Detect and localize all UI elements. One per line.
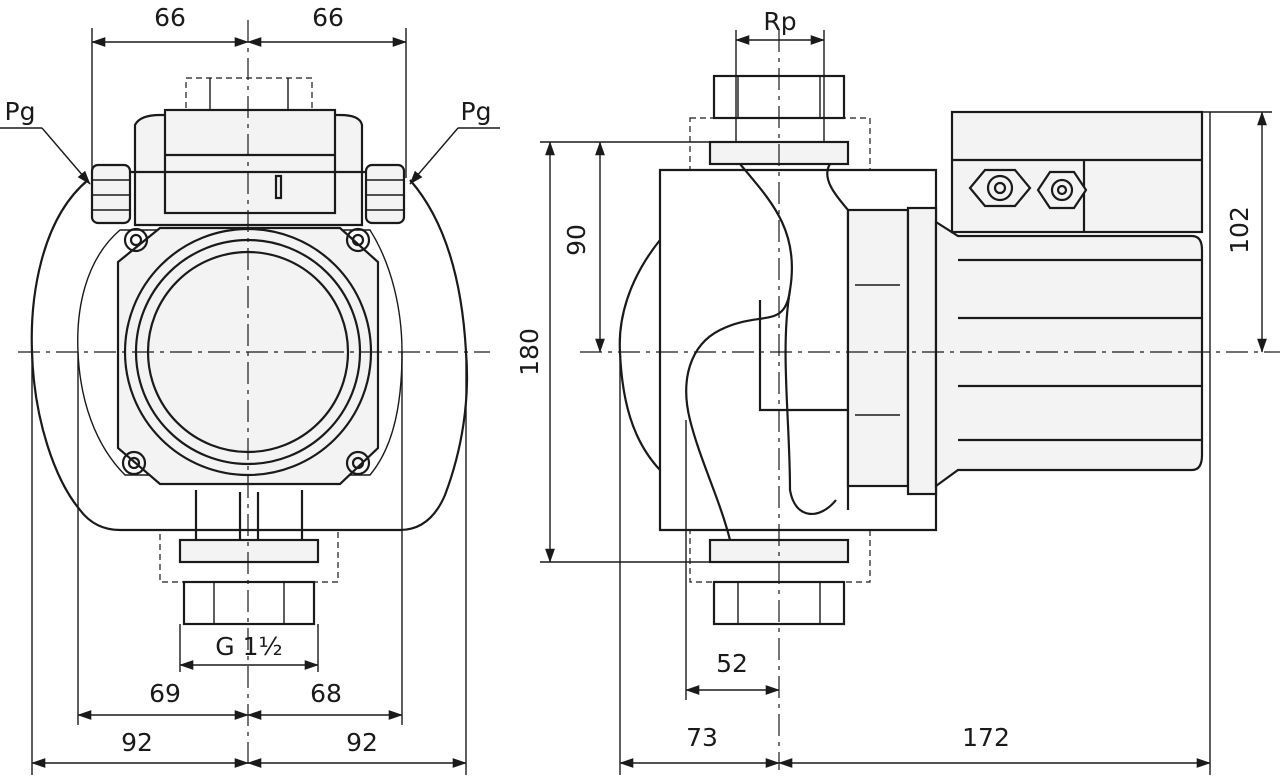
side-volute-left (618, 239, 661, 471)
dim-bottom-outer-right-value: 92 (346, 728, 378, 757)
dim-left-value: 73 (686, 723, 718, 752)
front-screw-bottom-left (121, 450, 147, 476)
side-motor-body (934, 219, 1204, 489)
rp-label: Rp (763, 7, 796, 36)
front-inner-housing (77, 229, 403, 476)
dim-top-right-value: 66 (312, 3, 344, 32)
dim-motor-height-value: 102 (1225, 206, 1254, 254)
side-cable-gland-2 (1036, 170, 1088, 210)
dim-bottom-inner-left-value: 69 (149, 679, 181, 708)
front-cable-gland-left (90, 163, 132, 225)
front-screw-top-left (123, 227, 149, 253)
thread-label: G 1½ (215, 632, 282, 661)
front-bottom-port (182, 580, 316, 626)
pg-right-label: Pg (461, 97, 492, 126)
front-cable-gland-right (364, 163, 406, 225)
pg-left-label: Pg (5, 97, 36, 126)
front-screw-bottom-right (345, 450, 371, 476)
dim-top-left-value: 66 (154, 3, 186, 32)
side-volute-curve (685, 163, 794, 541)
dim-bottom-outer-left-value: 92 (121, 728, 153, 757)
side-pump-housing (658, 168, 938, 532)
dim-height-half-value: 90 (562, 224, 591, 256)
dim-bottom-inner-right-value: 68 (310, 679, 342, 708)
front-screw-top-right (345, 227, 371, 253)
front-view: 66 66 Pg Pg G 1½ 69 68 92 92 (0, 3, 500, 775)
dim-height-total-value: 180 (515, 328, 544, 376)
dim-port-value: 52 (716, 649, 748, 678)
front-bottom-flange (178, 538, 320, 564)
front-bottom-neck (194, 490, 304, 540)
dim-right-value: 172 (962, 723, 1010, 752)
side-view: Rp 180 90 102 52 73 172 (515, 7, 1280, 775)
front-top-port (185, 77, 313, 113)
front-terminal-cover (163, 108, 337, 215)
side-impeller-block (846, 208, 910, 488)
front-bottom-flange-hidden (159, 529, 339, 583)
side-motor-flange (906, 206, 938, 496)
side-cable-gland-1 (968, 168, 1032, 208)
